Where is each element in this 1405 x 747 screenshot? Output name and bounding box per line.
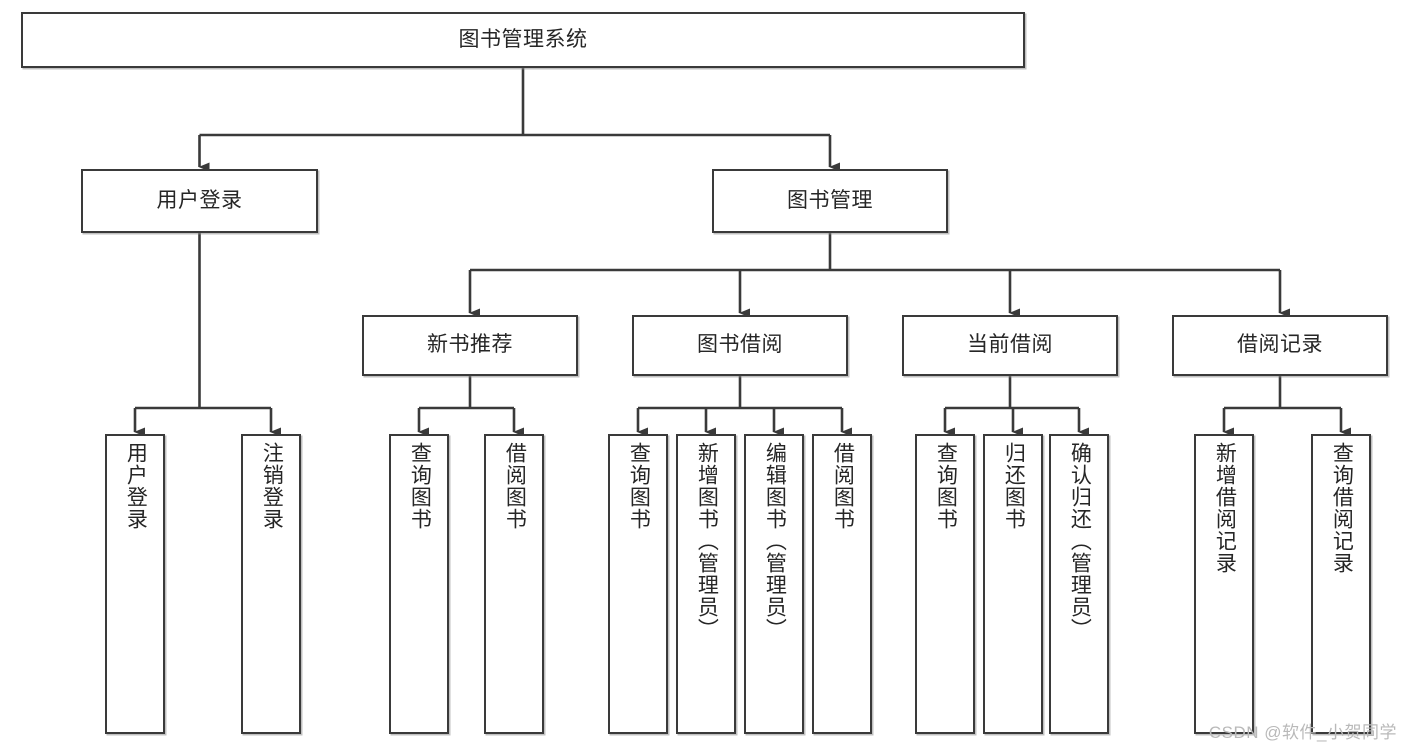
node-label: 借阅图书 (503, 442, 527, 530)
node-root[interactable]: 图书管理系统 (21, 12, 1025, 68)
node-current-borrow[interactable]: 当前借阅 (902, 315, 1118, 376)
node-leaf-return-book[interactable]: 归还图书 (983, 434, 1043, 734)
node-label: 注销登录 (260, 442, 284, 530)
node-leaf-query-record[interactable]: 查询借阅记录 (1311, 434, 1371, 734)
node-label: 用户登录 (124, 442, 148, 530)
node-leaf-query-book-3[interactable]: 查询图书 (915, 434, 975, 734)
node-leaf-user-login[interactable]: 用户登录 (105, 434, 165, 734)
node-label: 用户登录 (156, 188, 243, 212)
node-label: 借阅图书 (831, 442, 855, 530)
node-leaf-query-book-1[interactable]: 查询图书 (389, 434, 449, 734)
node-leaf-borrow-book-1[interactable]: 借阅图书 (484, 434, 544, 734)
node-label: 查询借阅记录 (1330, 442, 1354, 574)
node-new-book-recommend[interactable]: 新书推荐 (362, 315, 578, 376)
node-label: 查询图书 (408, 442, 432, 530)
node-leaf-query-book-2[interactable]: 查询图书 (608, 434, 668, 734)
node-user-login[interactable]: 用户登录 (81, 169, 318, 233)
node-label: 新增借阅记录 (1213, 442, 1237, 574)
node-label: 图书借阅 (697, 333, 783, 357)
node-label: 当前借阅 (967, 333, 1053, 357)
node-label: 查询图书 (934, 442, 958, 530)
node-leaf-user-logout[interactable]: 注销登录 (241, 434, 301, 734)
node-label: 新书推荐 (427, 333, 513, 357)
node-leaf-confirm-return[interactable]: 确认归还（管理员） (1049, 434, 1109, 734)
node-book-borrow[interactable]: 图书借阅 (632, 315, 848, 376)
node-label: 查询图书 (627, 442, 651, 530)
node-borrow-record[interactable]: 借阅记录 (1172, 315, 1388, 376)
node-leaf-add-book[interactable]: 新增图书（管理员） (676, 434, 736, 734)
node-leaf-add-record[interactable]: 新增借阅记录 (1194, 434, 1254, 734)
node-label: 图书管理系统 (458, 27, 588, 51)
connector-lines (133, 68, 1351, 437)
node-leaf-borrow-book-2[interactable]: 借阅图书 (812, 434, 872, 734)
node-label: 归还图书 (1002, 442, 1026, 530)
node-label: 新增图书（管理员） (695, 442, 719, 640)
node-label: 编辑图书（管理员） (763, 442, 787, 640)
node-label: 图书管理 (787, 188, 873, 212)
node-leaf-edit-book[interactable]: 编辑图书（管理员） (744, 434, 804, 734)
node-book-manage[interactable]: 图书管理 (712, 169, 948, 233)
node-label: 借阅记录 (1237, 333, 1323, 357)
node-label: 确认归还（管理员） (1068, 442, 1092, 640)
